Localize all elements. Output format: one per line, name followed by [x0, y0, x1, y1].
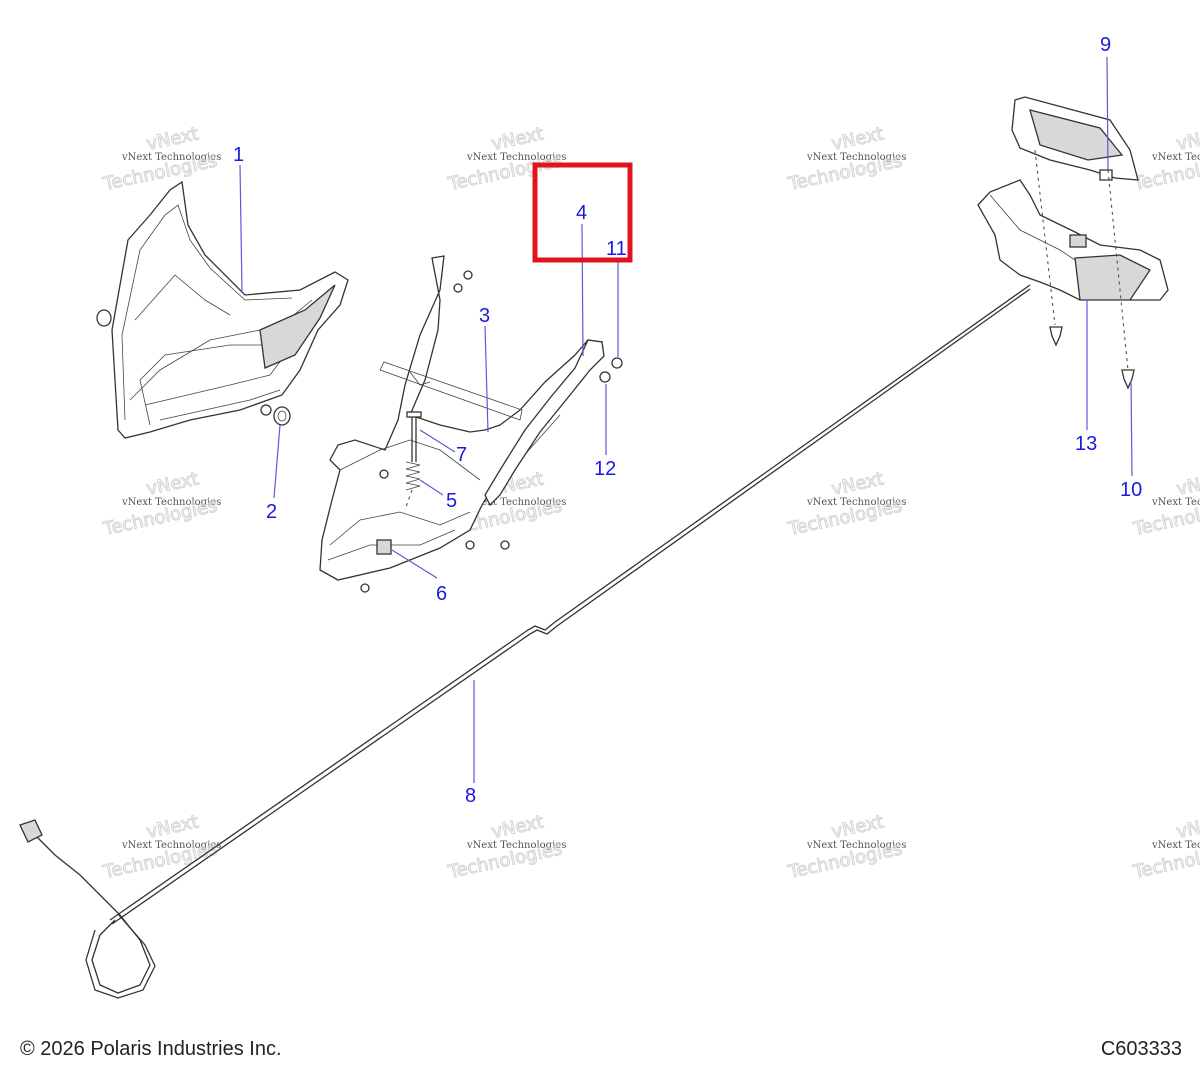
tail-light-housing[interactable] [977, 179, 1169, 301]
callout-5[interactable]: 5 [446, 490, 457, 512]
bracket-arm[interactable] [484, 339, 605, 507]
callout-2[interactable]: 2 [266, 501, 277, 523]
watermark-mark-10: vNext [830, 811, 886, 842]
headlight-bracket[interactable] [319, 255, 603, 581]
watermark-text-7: vNext Technologies [1151, 497, 1200, 508]
callout-1[interactable]: 1 [233, 144, 244, 166]
watermark-text-8: vNext Technologies [121, 840, 221, 851]
watermark-text-5: vNext Technologies [466, 497, 566, 508]
highlight-box [532, 162, 633, 263]
tail-light-cover[interactable] [1011, 96, 1139, 371]
callout-7[interactable]: 7 [456, 444, 467, 466]
watermark-text-9: vNext Technologies [466, 840, 566, 851]
watermark-text-4: vNext Technologies [121, 497, 221, 508]
grommet[interactable] [273, 406, 291, 426]
watermark-text-0: vNext Technologies [121, 152, 221, 163]
watermark-mark-7: vNext [1175, 468, 1200, 499]
leader-lines [239, 56, 1133, 783]
callout-3[interactable]: 3 [479, 305, 490, 327]
callout-9[interactable]: 9 [1100, 34, 1111, 56]
watermark-text-10: vNext Technologies [806, 840, 906, 851]
adjuster-bolt[interactable] [406, 411, 422, 462]
watermark-mark-8: vNext [145, 811, 201, 842]
watermark-mark-2: vNext [830, 123, 886, 154]
watermark-mark-0: vNext [145, 123, 201, 154]
tail-screws [1049, 326, 1135, 390]
clip-nut[interactable] [376, 539, 392, 555]
callout-6[interactable]: 6 [436, 583, 447, 605]
wiring-harness[interactable] [19, 284, 1031, 999]
copyright-notice: © 2026 Polaris Industries Inc. [20, 1038, 282, 1060]
washer[interactable] [599, 371, 611, 383]
watermark-text-2: vNext Technologies [806, 152, 906, 163]
watermark-text-1: vNext Technologies [466, 152, 566, 163]
watermark-mark-6: vNext [830, 468, 886, 499]
figure-id: C603333 [1100, 1038, 1182, 1060]
callout-13[interactable]: 13 [1075, 433, 1097, 455]
spring[interactable] [404, 461, 421, 511]
callout-4[interactable]: 4 [576, 202, 587, 224]
watermark-text-11: vNext Technologies [1151, 840, 1200, 851]
watermark-mark-3: vNext [1175, 123, 1200, 154]
headlight-assembly[interactable] [96, 180, 349, 439]
watermark-mark-9: vNext [490, 811, 546, 842]
watermark-text-6: vNext Technologies [806, 497, 906, 508]
callout-11[interactable]: 11 [606, 238, 627, 260]
bracket-screws [360, 270, 510, 593]
callout-10[interactable]: 10 [1120, 479, 1142, 501]
watermark-mark-11: vNext [1175, 811, 1200, 842]
watermark-text-3: vNext Technologies [1151, 152, 1200, 163]
watermark-mark-4: vNext [145, 468, 201, 499]
callout-8[interactable]: 8 [465, 785, 476, 807]
watermark-mark-1: vNext [490, 123, 546, 154]
mounting-screw[interactable] [611, 357, 623, 369]
callout-12[interactable]: 12 [594, 458, 616, 480]
